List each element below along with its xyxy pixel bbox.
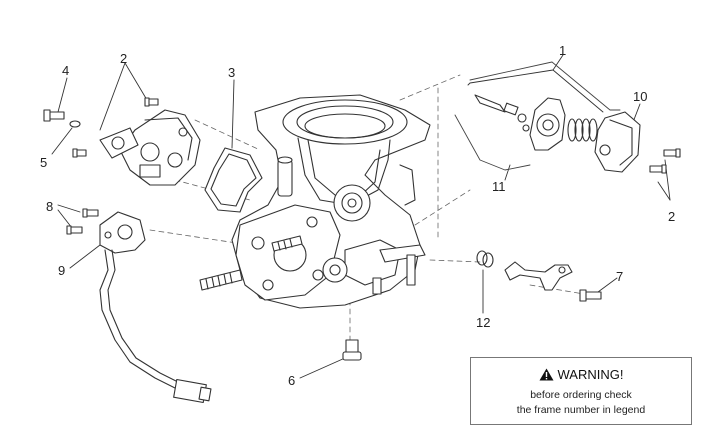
position-sensor [99, 211, 212, 404]
callout-8: 8 [46, 199, 54, 214]
choke-assembly [474, 94, 641, 173]
callout-12: 12 [476, 315, 491, 330]
warning-notice: WARNING! before ordering check the frame… [470, 357, 692, 425]
linkage-lever [504, 261, 573, 291]
throttle-body [199, 94, 431, 309]
callout-10: 10 [633, 89, 648, 104]
o-ring-5 [69, 120, 81, 128]
idle-control-unit [99, 109, 201, 186]
warning-line-2: the frame number in legend [516, 404, 646, 416]
screws-2-right [649, 148, 681, 174]
callout-7: 7 [616, 269, 624, 284]
callout-9: 9 [58, 263, 66, 278]
assembly-1-frame [454, 61, 621, 171]
callout-2-right: 2 [668, 209, 676, 224]
screws-8 [66, 208, 99, 235]
spring-12 [476, 250, 494, 268]
callout-3: 3 [228, 65, 236, 80]
callout-2-left: 2 [120, 51, 128, 66]
callout-5: 5 [40, 155, 48, 170]
screw-6 [342, 339, 362, 361]
warning-title-row: WARNING! [471, 367, 691, 382]
spring [567, 118, 598, 142]
warning-line-1: before ordering check [530, 389, 632, 401]
gasket [204, 147, 263, 213]
callout-1: 1 [559, 43, 567, 58]
screw-7 [579, 289, 602, 302]
callout-6: 6 [288, 373, 296, 388]
callout-11: 11 [492, 179, 506, 194]
screw-4 [43, 109, 65, 122]
warning-triangle-icon [539, 368, 554, 381]
screws-2-left [72, 97, 159, 158]
warning-title: WARNING! [557, 367, 624, 382]
callout-4: 4 [62, 63, 70, 78]
